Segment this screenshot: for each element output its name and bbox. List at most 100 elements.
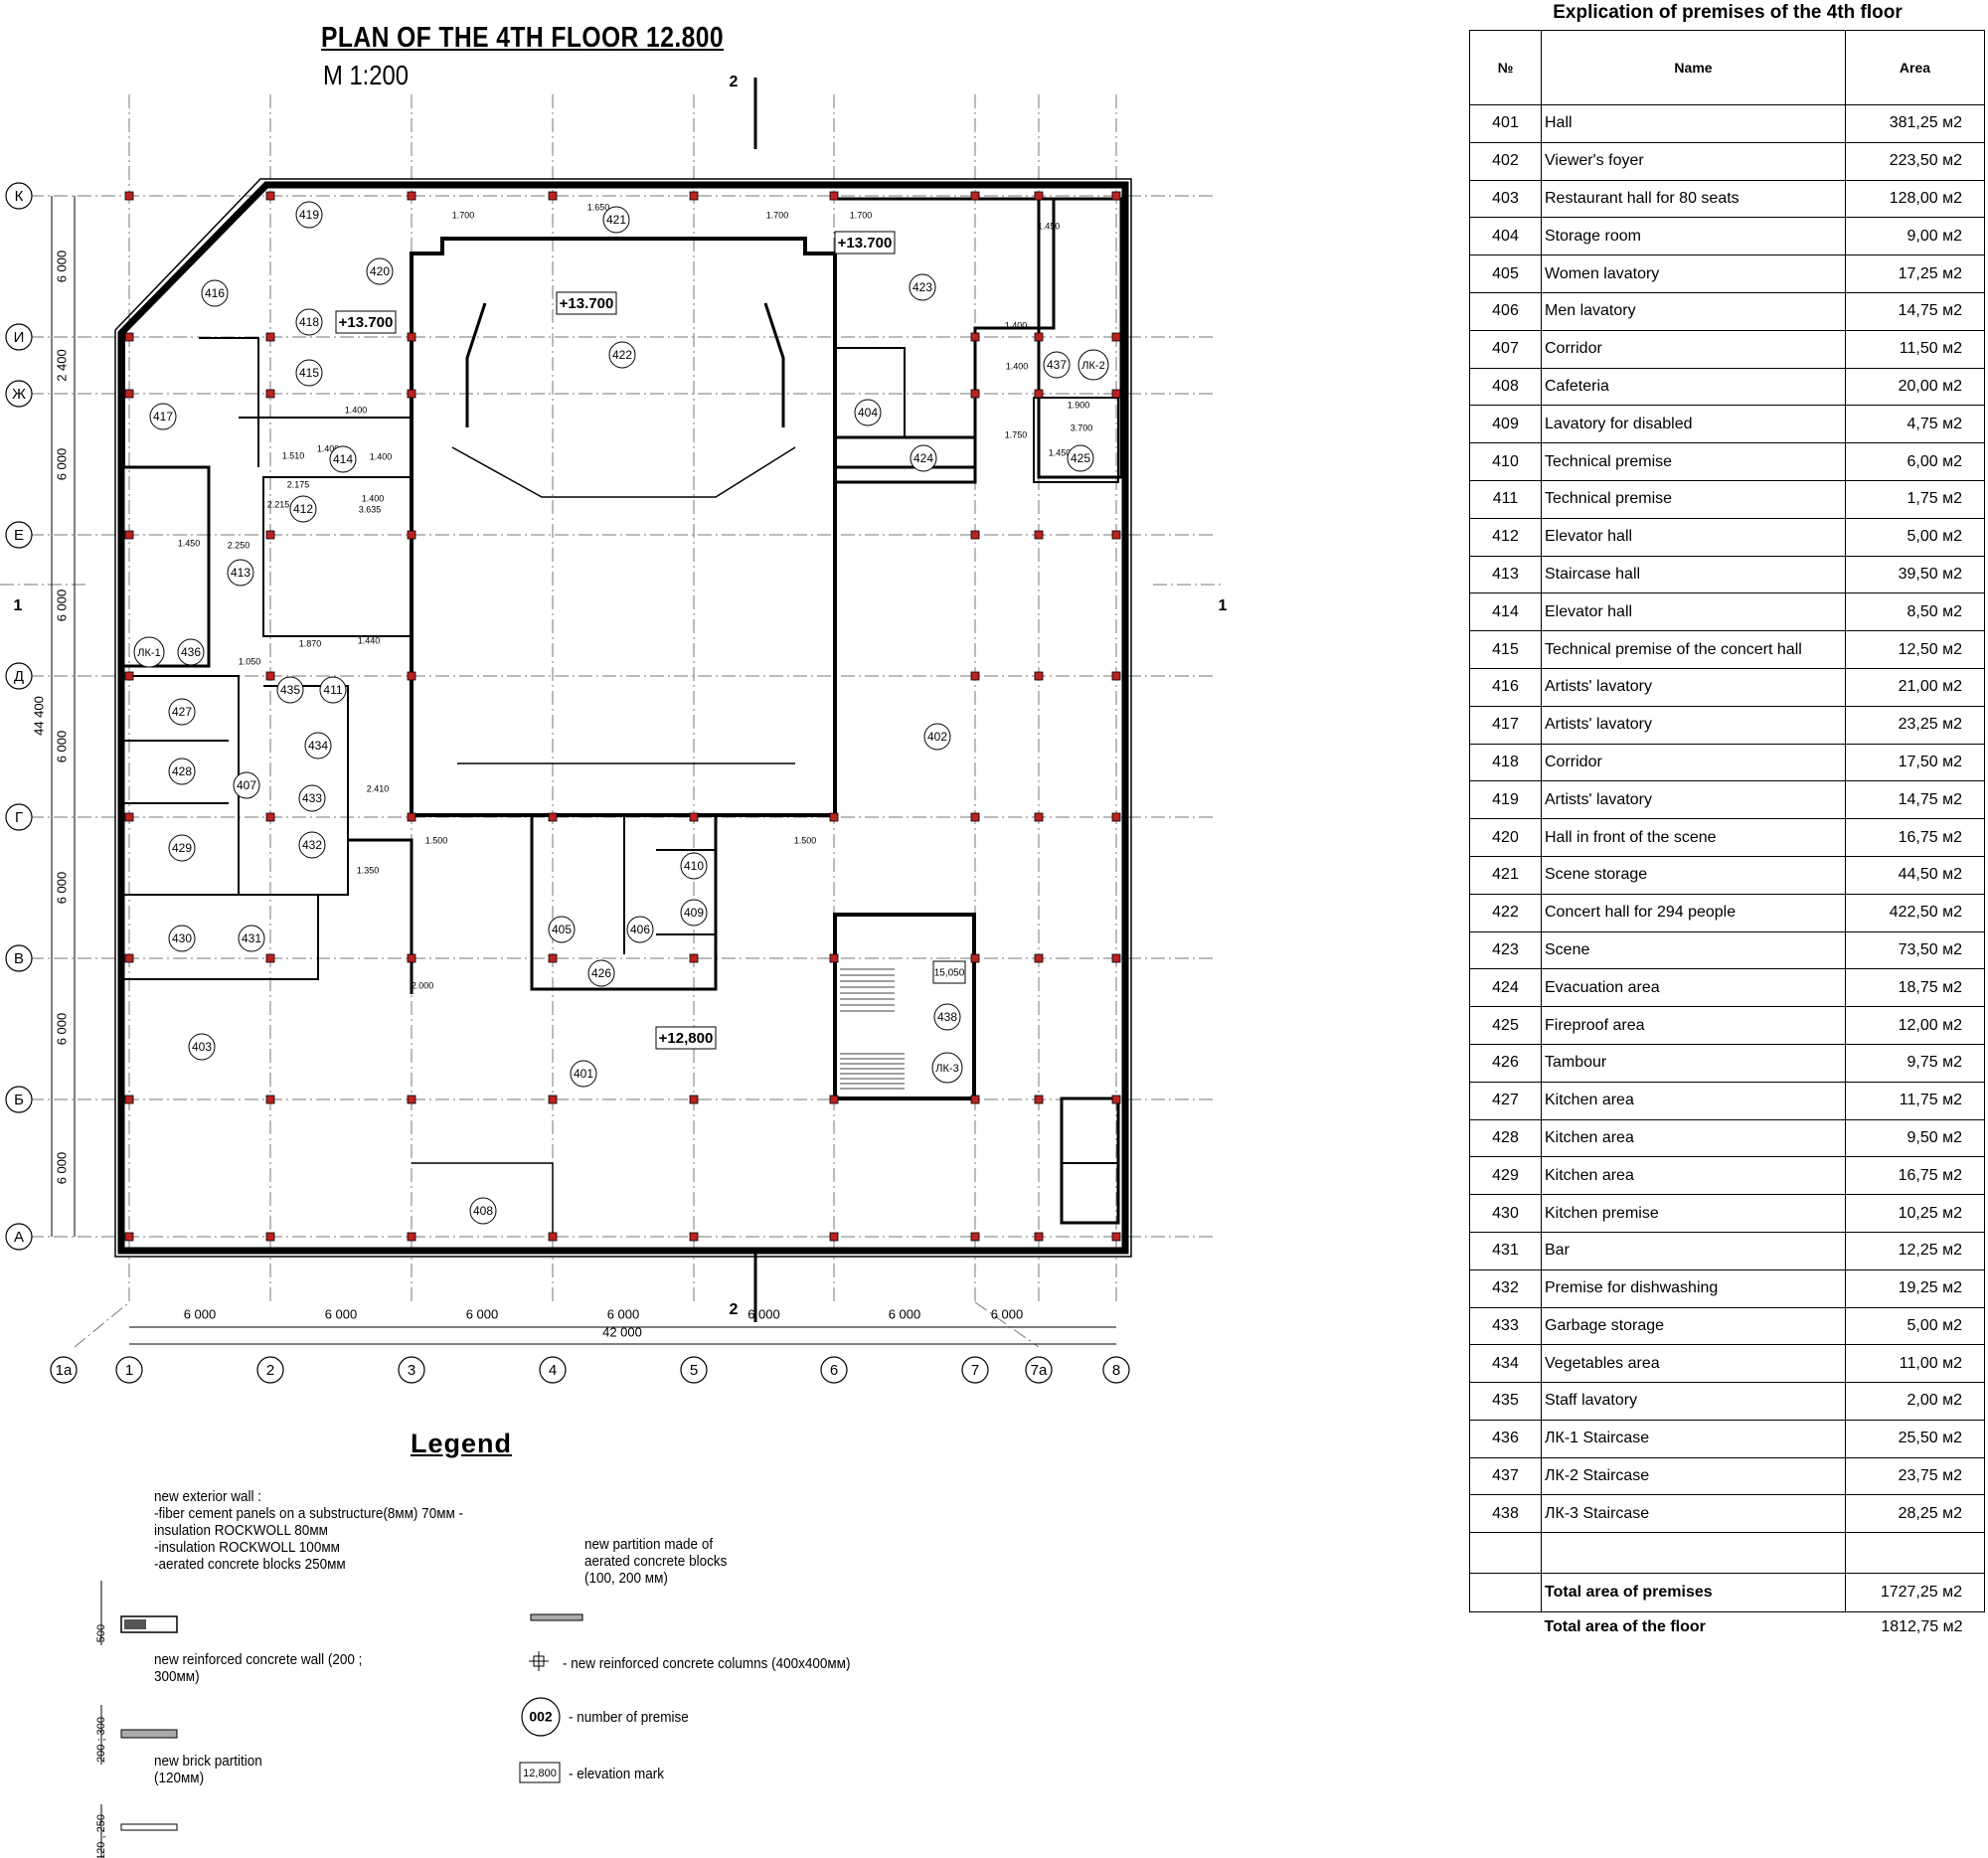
- room-marker: [295, 308, 323, 336]
- dim-text-y: 6 000: [54, 1013, 69, 1046]
- axis-label-y: Б: [14, 1092, 24, 1108]
- column: [1111, 812, 1121, 822]
- cell-no: 432: [1469, 1268, 1542, 1308]
- room-marker: [680, 899, 708, 927]
- axis-marker-y: [5, 521, 33, 549]
- column: [548, 812, 558, 822]
- column: [970, 191, 980, 201]
- cell-no: 435: [1469, 1382, 1542, 1421]
- room-number: 416: [205, 286, 225, 300]
- column: [1034, 812, 1044, 822]
- lavatory-disabled: [656, 849, 717, 935]
- column: [124, 1232, 134, 1242]
- cell-area: 5,00 м2: [1845, 1306, 1985, 1346]
- room-number: 415: [299, 366, 319, 380]
- axis-label-y: И: [14, 329, 25, 346]
- room-marker: [587, 959, 615, 987]
- axis-marker-x: [50, 1356, 78, 1384]
- cell-name: Staircase hall: [1541, 555, 1846, 594]
- column: [970, 1232, 980, 1242]
- column: [407, 671, 416, 681]
- axis-label-x: 1: [125, 1362, 133, 1379]
- room-marker: [168, 758, 196, 785]
- room-number: 437: [1047, 358, 1067, 372]
- cell-name: Kitchen area: [1541, 1081, 1846, 1120]
- small-dim-text: 2.410: [367, 783, 390, 793]
- dim-text-x: 6 000: [466, 1306, 499, 1321]
- axis-marker-x: [680, 1356, 708, 1384]
- small-dim-text: 1.750: [1005, 429, 1028, 439]
- axis-marker-x: [961, 1356, 989, 1384]
- cell-no: 409: [1469, 405, 1542, 444]
- cell-name: Hall in front of the scene: [1541, 818, 1846, 857]
- elevation-box: [335, 310, 397, 334]
- legend-exterior-symbol-fill: [124, 1619, 146, 1629]
- cell-no: 408: [1469, 367, 1542, 407]
- room-marker: [319, 676, 347, 704]
- room-number: 429: [172, 841, 192, 855]
- small-dim-text: 2.175: [287, 479, 310, 489]
- column: [124, 389, 134, 399]
- cell-area: 73,50 м2: [1845, 930, 1985, 970]
- room-number: 417: [153, 410, 173, 423]
- axis-label-y: Ж: [12, 386, 26, 403]
- cell-area: 128,00 м2: [1845, 179, 1985, 219]
- small-dim-text: 1.400: [345, 405, 368, 415]
- column: [265, 1095, 275, 1104]
- column: [265, 389, 275, 399]
- column: [689, 191, 699, 201]
- column: [970, 671, 980, 681]
- column: [1111, 1095, 1121, 1104]
- legend-concrete-dim: 200 ; 300: [95, 1717, 107, 1763]
- axis-marker-x: [115, 1356, 143, 1384]
- elevation-box: [932, 960, 966, 984]
- cell-area: 16,75 м2: [1845, 818, 1985, 857]
- column: [1111, 530, 1121, 540]
- axis-marker-x: [539, 1356, 567, 1384]
- column: [407, 953, 416, 963]
- blank-row: [1469, 1532, 1985, 1575]
- small-dim-text: 1.050: [239, 656, 261, 666]
- axis-label-x: 1a: [56, 1362, 73, 1379]
- column: [970, 389, 980, 399]
- room-number: 404: [858, 406, 878, 420]
- room-number: 420: [370, 264, 390, 278]
- cell-no: 414: [1469, 592, 1542, 632]
- cell-name: Hall: [1541, 104, 1846, 143]
- cell-area: 16,75 м2: [1845, 1156, 1985, 1196]
- cell-area: 8,50 м2: [1845, 592, 1985, 632]
- room-marker: [168, 698, 196, 726]
- cell-name: Garbage storage: [1541, 1306, 1846, 1346]
- dim-text-x: 6 000: [889, 1306, 921, 1321]
- axis-label-y: А: [14, 1229, 24, 1246]
- axis-marker-y: [5, 662, 33, 690]
- column: [689, 1095, 699, 1104]
- room-marker: [298, 784, 326, 812]
- small-dim-text: 1.400: [1006, 361, 1029, 371]
- dishwashing-walls: [263, 685, 349, 896]
- legend-exterior-dim: 500: [95, 1624, 107, 1642]
- cell-name: Kitchen area: [1541, 1118, 1846, 1158]
- small-dim-text: 1.510: [282, 450, 305, 460]
- cell-name: Vegetables area: [1541, 1344, 1846, 1384]
- cell-name: Kitchen area: [1541, 1156, 1846, 1196]
- axis-label-y: Д: [14, 668, 24, 685]
- cell-name: Scene: [1541, 930, 1846, 970]
- plan-title: PLAN OF THE 4TH FLOOR 12.800: [321, 22, 725, 54]
- stair-marker: [133, 636, 165, 668]
- dim-text-y: 6 000: [54, 448, 69, 481]
- room-marker: [295, 201, 323, 229]
- header-number: №: [1469, 30, 1542, 105]
- legend-aerated-partition: new partition made of aerated concrete b…: [584, 1536, 728, 1587]
- column: [1034, 1232, 1044, 1242]
- hall-wall-right: [763, 302, 785, 427]
- dim-text-y: 6 000: [54, 590, 69, 622]
